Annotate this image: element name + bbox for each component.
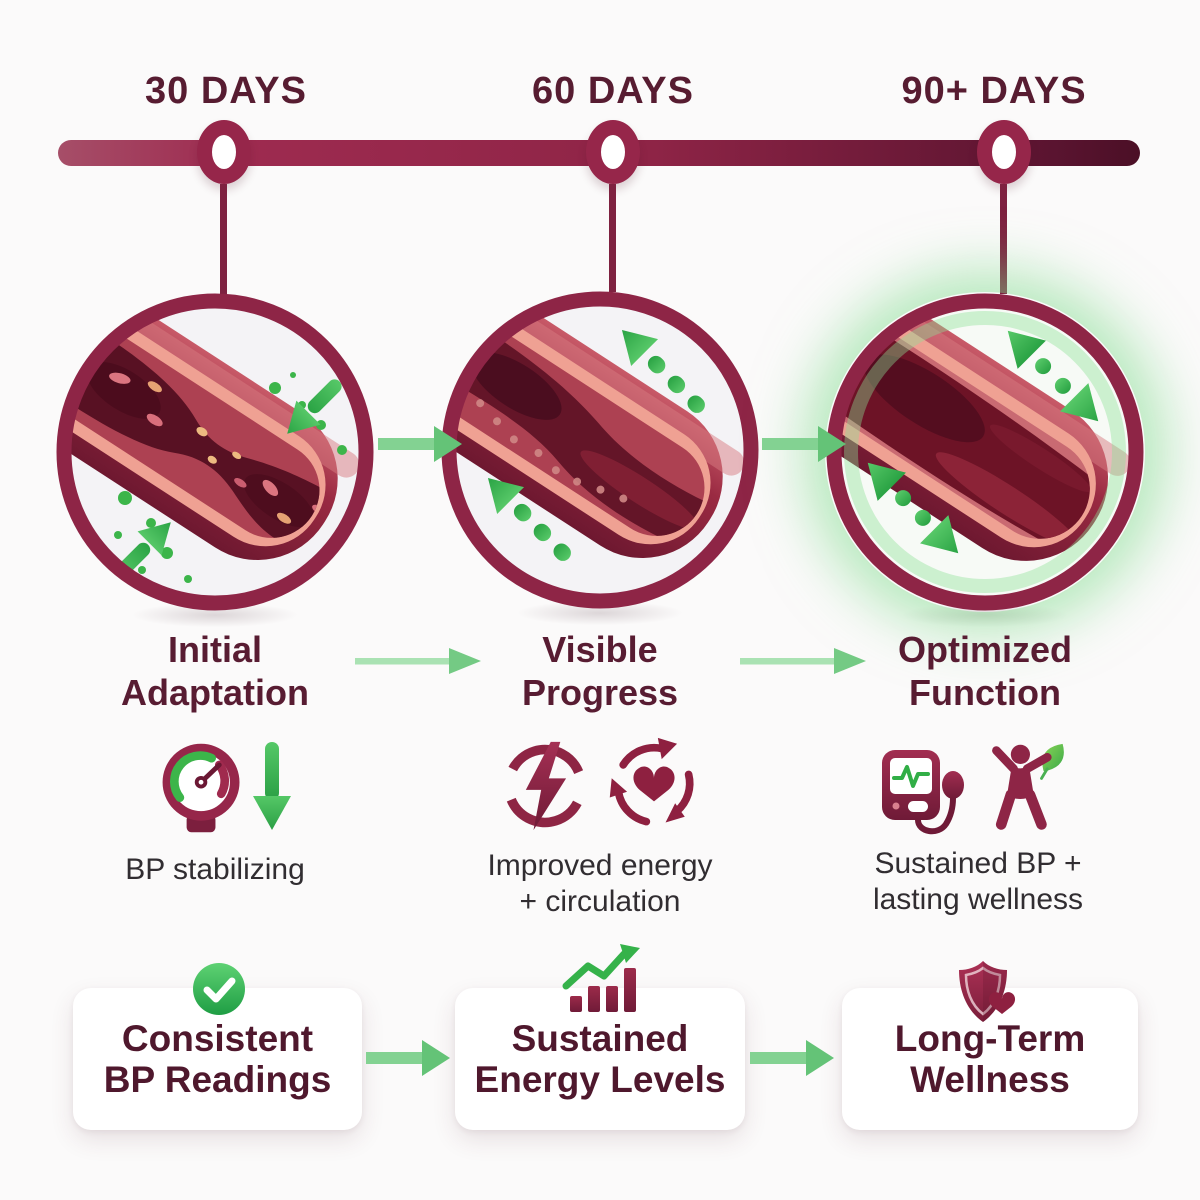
card-title-line: Sustained xyxy=(511,1018,689,1059)
pulse-double-arrow-icon xyxy=(867,462,959,554)
card-arrow-icon xyxy=(366,1038,452,1078)
stage-title-line: Progress xyxy=(521,672,679,713)
caption-line: Sustained BP + xyxy=(874,847,1082,880)
green-particle-dots xyxy=(114,372,347,583)
outcome-card-consistent-bp: Consistent BP Readings xyxy=(73,988,362,1130)
growth-chart-icon xyxy=(562,944,642,1014)
bp-gauge-icon xyxy=(152,738,252,838)
timeline-node-30-days xyxy=(197,120,251,184)
caption-line: + circulation xyxy=(519,885,681,918)
card-title-line: BP Readings xyxy=(103,1059,332,1100)
card-title: Sustained Energy Levels xyxy=(455,988,745,1100)
stage-title-visible-progress: Visible Progress xyxy=(410,628,790,714)
caption-line: BP stabilizing xyxy=(125,853,305,886)
timeline-node-60-days xyxy=(586,120,640,184)
flow-dashed-arrow-icon xyxy=(487,477,571,561)
down-arrow-icon xyxy=(252,742,292,834)
stage-caption-energy-circulation: Improved energy + circulation xyxy=(487,848,712,920)
artery-stage-circle-90-days xyxy=(825,292,1145,612)
card-title-line: Consistent xyxy=(121,1018,314,1059)
wellness-person-icon xyxy=(982,738,1078,838)
artery-optimized-illustration xyxy=(826,293,1144,611)
caption-line: lasting wellness xyxy=(872,883,1084,916)
stage-title-initial-adaptation: Initial Adaptation xyxy=(25,628,405,714)
pulse-double-arrow-icon xyxy=(1007,330,1099,422)
artery-opening-illustration xyxy=(441,291,759,609)
milestone-label-30-days: 30 DAYS xyxy=(145,70,307,112)
card-title-line: Wellness xyxy=(910,1059,1070,1100)
card-arrow-icon xyxy=(750,1038,836,1078)
artery-constricted-illustration xyxy=(56,293,374,611)
caption-line: Improved energy xyxy=(487,849,713,882)
artery-stage-circle-60-days xyxy=(440,290,760,610)
inward-green-arrow-icon xyxy=(287,379,342,434)
heart-circulation-icon xyxy=(604,736,704,836)
title-arrow-icon xyxy=(740,648,866,674)
card-title: Long-Term Wellness xyxy=(842,988,1138,1100)
outcome-card-sustained-energy: Sustained Energy Levels xyxy=(455,988,745,1130)
stage-caption-bp-stabilizing: BP stabilizing xyxy=(125,852,305,888)
stage-title-optimized-function: Optimized Function xyxy=(795,628,1175,714)
milestone-label-60-days: 60 DAYS xyxy=(532,70,694,112)
card-title-line: Long-Term xyxy=(894,1018,1086,1059)
bp-monitor-icon xyxy=(872,740,976,840)
stage-arrow-icon xyxy=(378,424,464,464)
shield-heart-icon xyxy=(951,958,1023,1028)
check-circle-icon xyxy=(191,961,247,1017)
flow-dashed-arrow-icon xyxy=(621,329,705,413)
card-title-line: Energy Levels xyxy=(474,1059,726,1100)
artery-stage-circle-30-days xyxy=(55,292,375,612)
timeline-node-90-days xyxy=(977,120,1031,184)
stage-title-line: Function xyxy=(909,672,1061,713)
card-title: Consistent BP Readings xyxy=(73,988,362,1100)
energy-bolt-icon xyxy=(499,736,591,836)
title-arrow-icon xyxy=(355,648,481,674)
stage-caption-sustained-bp: Sustained BP + lasting wellness xyxy=(873,846,1083,918)
stage-connector-line xyxy=(609,184,616,292)
stage-title-line: Optimized xyxy=(897,629,1072,670)
stage-arrow-icon xyxy=(762,424,848,464)
stage-title-line: Initial xyxy=(167,629,262,670)
milestone-label-90-days: 90+ DAYS xyxy=(901,70,1087,112)
stage-connector-line xyxy=(220,184,227,294)
stage-title-line: Adaptation xyxy=(121,672,309,713)
stage-title-line: Visible xyxy=(542,629,658,670)
stage-connector-line xyxy=(1000,184,1007,294)
